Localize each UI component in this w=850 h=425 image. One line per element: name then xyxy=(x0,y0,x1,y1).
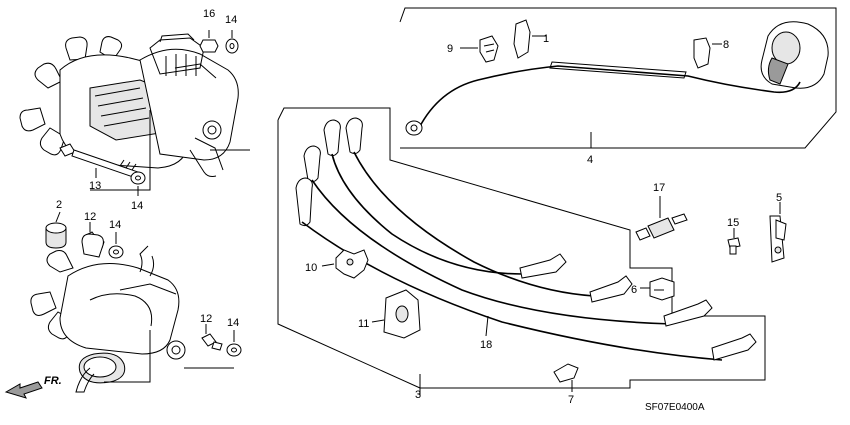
front-direction-arrow: FR. xyxy=(4,375,62,399)
part-14-washer-lower-left xyxy=(108,232,124,259)
part-6-clip xyxy=(640,277,675,301)
distributor-assembly-upper xyxy=(19,33,250,191)
label-part-3: 3 xyxy=(415,389,421,401)
part-14-washer-lower-right xyxy=(226,330,242,357)
diagram-code: SF07E0400A xyxy=(645,402,705,413)
part-5-bracket xyxy=(769,202,787,263)
part-16-nut xyxy=(199,30,219,53)
label-part-1: 1 xyxy=(543,33,549,45)
label-part-2: 2 xyxy=(56,199,62,211)
part-2-bushing xyxy=(45,211,67,249)
part-15-bolt xyxy=(727,228,741,255)
part-17-spark-plug xyxy=(635,196,688,241)
label-part-5: 5 xyxy=(776,192,782,204)
coil-wire-box xyxy=(399,7,837,149)
part-number-labels: 1 2 3 4 5 6 7 8 9 10 11 12 12 13 14 14 1… xyxy=(56,8,782,406)
part-13-bolt xyxy=(59,143,139,179)
label-part-15: 15 xyxy=(727,217,739,229)
label-part-4: 4 xyxy=(587,154,593,166)
part-14-washer-middle xyxy=(130,171,146,196)
label-part-6: 6 xyxy=(631,284,637,296)
label-part-14-c: 14 xyxy=(109,219,121,231)
ignition-wire-set-box xyxy=(277,107,766,395)
part-14-washer-upper xyxy=(225,30,239,54)
part-12-bolt-lower xyxy=(201,324,223,351)
label-part-14-a: 14 xyxy=(225,14,237,26)
distributor-assembly-lower xyxy=(30,233,234,393)
part-10-grommet xyxy=(321,249,369,279)
label-part-12-upper: 12 xyxy=(84,211,96,223)
label-part-18: 18 xyxy=(480,339,492,351)
label-part-13: 13 xyxy=(89,180,101,192)
part-11-bracket xyxy=(371,289,421,339)
label-part-9: 9 xyxy=(447,43,453,55)
label-part-16: 16 xyxy=(203,8,215,20)
label-part-11: 11 xyxy=(358,318,369,330)
label-part-14-d: 14 xyxy=(227,317,239,329)
front-direction-label: FR. xyxy=(44,375,62,387)
label-part-12-lower: 12 xyxy=(200,313,212,325)
part-7-clip xyxy=(553,363,579,392)
label-part-7: 7 xyxy=(568,394,574,406)
label-part-10: 10 xyxy=(305,262,317,274)
label-part-14-b: 14 xyxy=(131,200,143,212)
label-part-17: 17 xyxy=(653,182,665,194)
label-part-8: 8 xyxy=(723,39,729,51)
